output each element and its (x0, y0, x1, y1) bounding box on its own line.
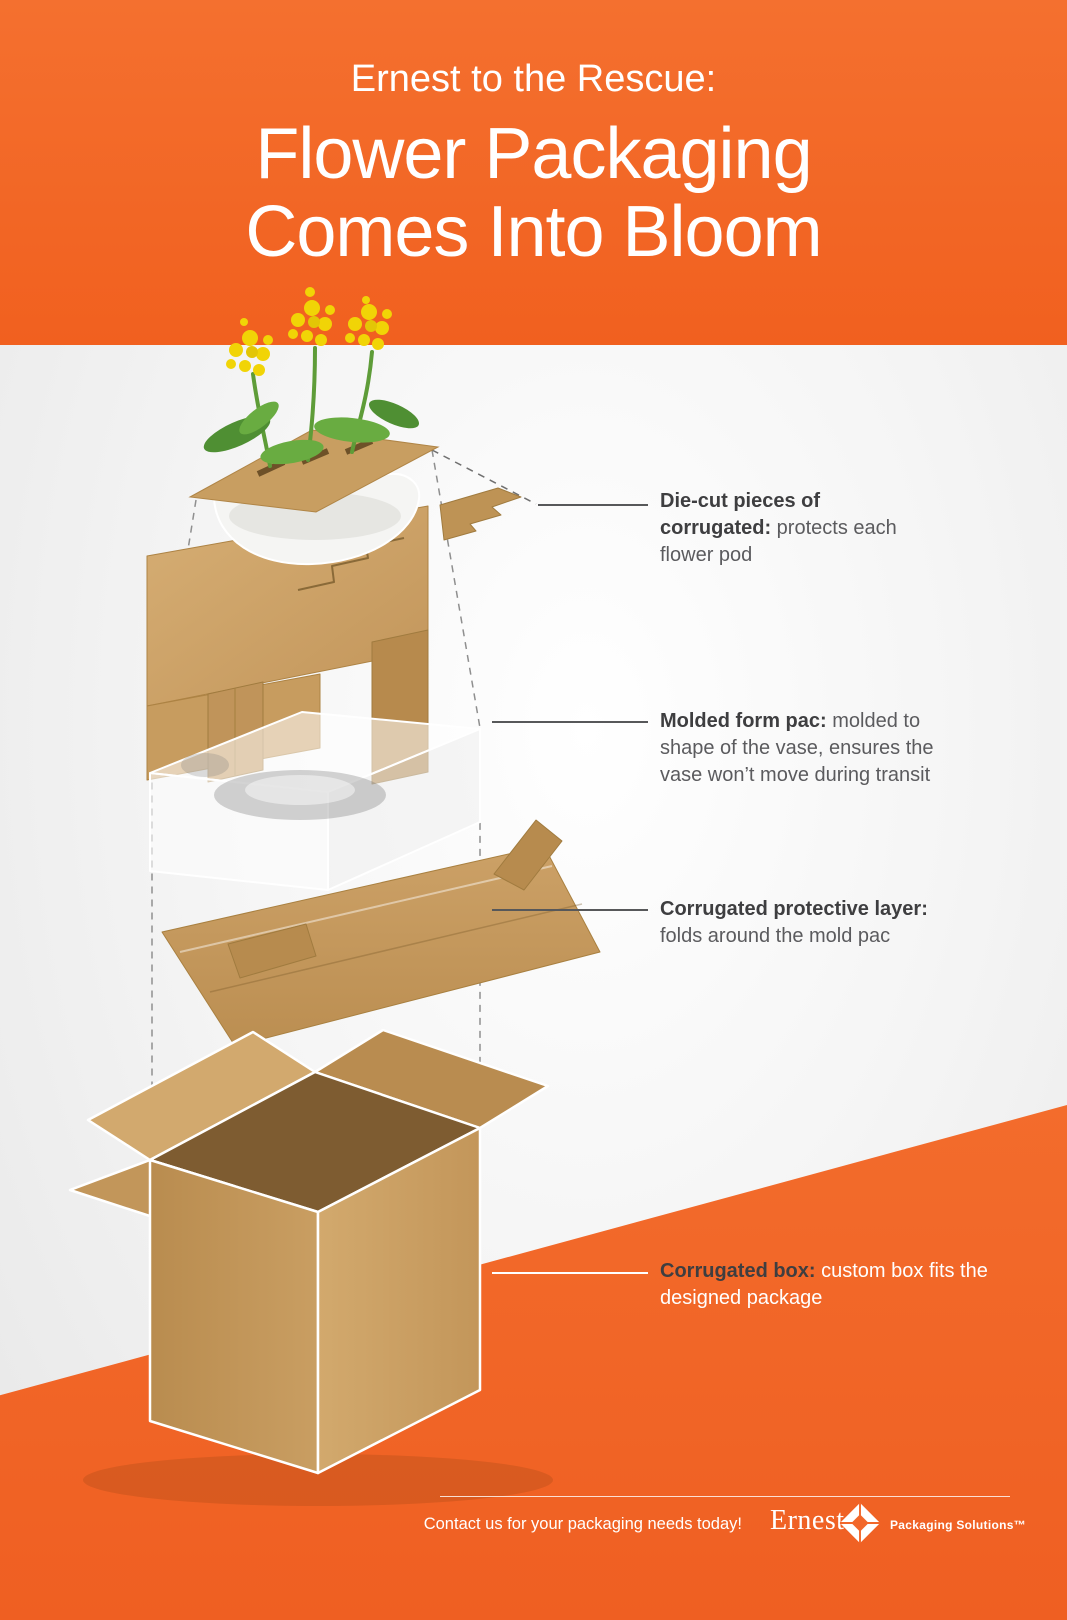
leader-lines (492, 504, 648, 1274)
box-left-face (148, 1158, 320, 1475)
protective-layer (161, 819, 601, 1047)
callout-box-bold: Corrugated box: (660, 1260, 816, 1282)
footer-divider (440, 1496, 1010, 1497)
flower-leaves (203, 399, 419, 465)
callout-mold-pac: Molded form pac: molded to shape of the … (660, 708, 972, 789)
callout-box-text: custom box fits the designed package (660, 1260, 988, 1309)
callout-mold-pac-text: molded to shape of the vase, ensures the… (660, 710, 934, 786)
layer-flap-right (493, 819, 563, 891)
brand-subtitle: Packaging Solutions™ (890, 1518, 1027, 1532)
callout-die-cut: Die-cut pieces of corrugated: protects e… (660, 488, 932, 569)
vase-depression (214, 770, 386, 820)
flower-pods-tray (188, 287, 440, 566)
header-band: Ernest to the Rescue: Flower Packaging C… (0, 0, 1067, 345)
molded-form-pac (149, 711, 481, 891)
header-title-line1: Flower Packaging (255, 114, 812, 194)
callout-protective-layer-bold: Corrugated protective layer: (660, 898, 928, 920)
box-shadow (83, 1454, 553, 1506)
header-kicker: Ernest to the Rescue: (350, 58, 717, 100)
diamond-logo-icon (838, 1501, 882, 1545)
die-cut-small-piece (439, 487, 522, 541)
callout-die-cut-bold: Die-cut pieces of corrugated: (660, 490, 821, 539)
brand-wordmark: Ernest (770, 1505, 845, 1536)
box-right-face (316, 1126, 482, 1475)
callout-protective-layer: Corrugated protective layer: folds aroun… (660, 896, 928, 950)
callout-protective-layer-text: folds around the mold pac (660, 925, 891, 947)
footer-cta: Contact us for your packaging needs toda… (423, 1515, 742, 1533)
layer-flap-left (227, 923, 317, 979)
callout-box: Corrugated box: custom box fits the desi… (660, 1258, 990, 1312)
yellow-flowers (226, 287, 392, 376)
callout-die-cut-text: protects each flower pod (660, 517, 897, 566)
corrugated-box (68, 1028, 553, 1506)
header-title-line2: Comes Into Bloom (245, 192, 822, 272)
callout-mold-pac-bold: Molded form pac: (660, 710, 827, 732)
